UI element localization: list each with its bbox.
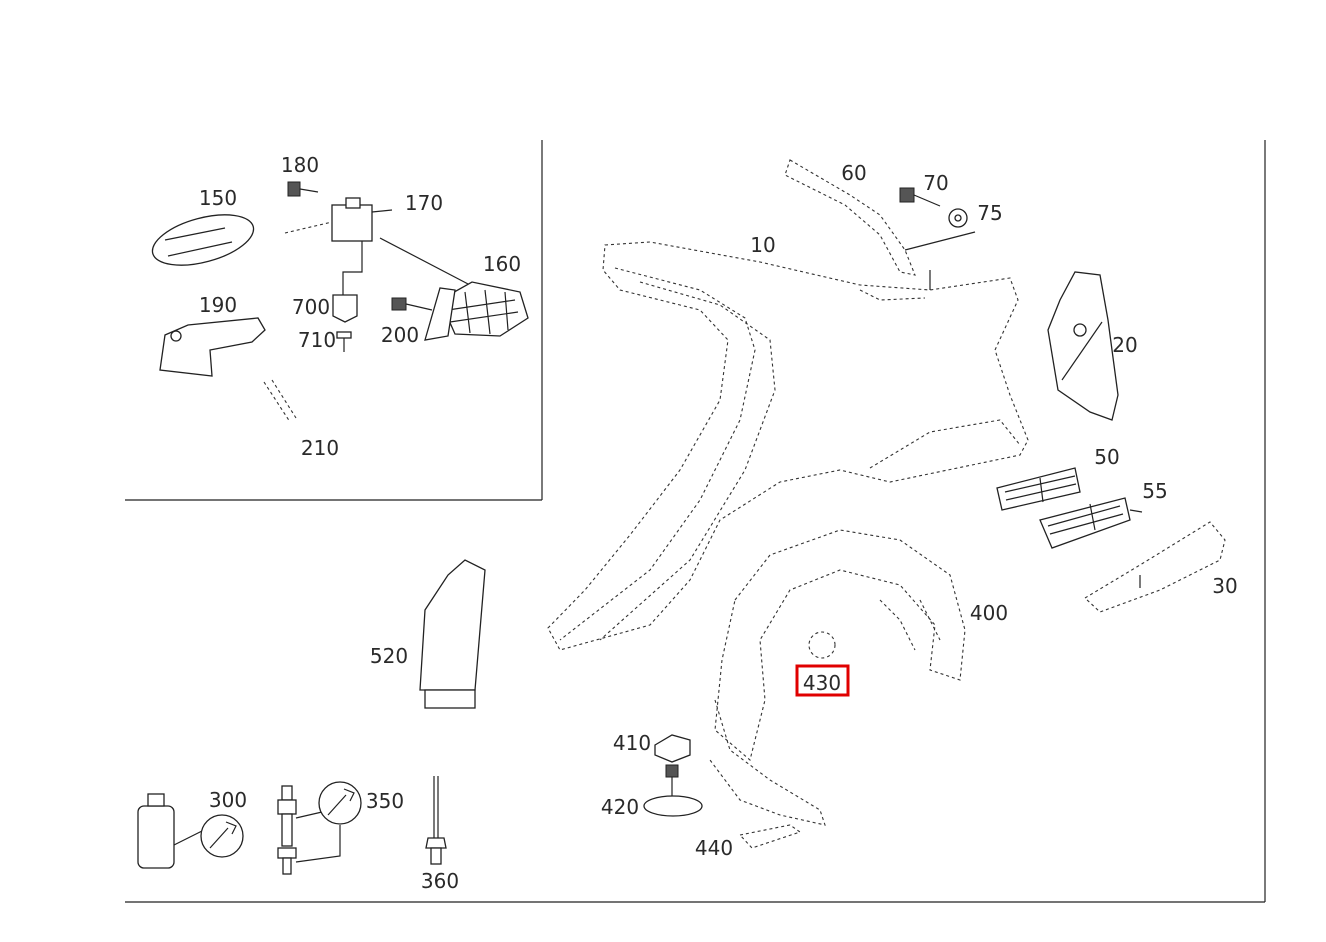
part-300-spray-can[interactable] — [137, 793, 209, 869]
part-180-bolt[interactable] — [287, 181, 319, 197]
part-150-fuel-door[interactable] — [147, 205, 259, 274]
part-350-fastener[interactable] — [277, 785, 341, 875]
part-75-washer[interactable] — [948, 208, 968, 228]
label-55[interactable]: 55 — [1142, 479, 1167, 503]
part-10-side-panel[interactable] — [547, 241, 1029, 651]
label-430[interactable]: 430 — [803, 671, 841, 695]
label-180[interactable]: 180 — [281, 153, 319, 177]
part-210-rod[interactable] — [263, 379, 297, 423]
wrench-icon — [318, 781, 362, 825]
label-20[interactable]: 20 — [1112, 333, 1137, 357]
part-520-insulation-pad[interactable] — [419, 559, 486, 709]
label-440[interactable]: 440 — [695, 836, 733, 860]
part-70-bolt[interactable] — [899, 187, 941, 207]
part-440-grommet[interactable] — [738, 824, 802, 849]
part-30-rail[interactable] — [1084, 521, 1226, 613]
label-50[interactable]: 50 — [1094, 445, 1119, 469]
frame — [125, 140, 1266, 903]
part-55-vent-valve[interactable] — [1039, 497, 1143, 549]
label-350[interactable]: 350 — [366, 789, 404, 813]
label-200[interactable]: 200 — [381, 323, 419, 347]
part-190-bracket[interactable] — [159, 317, 266, 377]
label-70[interactable]: 70 — [923, 171, 948, 195]
label-400[interactable]: 400 — [970, 601, 1008, 625]
label-410[interactable]: 410 — [613, 731, 651, 755]
part-20-latch-bracket[interactable] — [1047, 271, 1119, 421]
label-150[interactable]: 150 — [199, 186, 237, 210]
part-360-rivet[interactable] — [425, 776, 447, 865]
label-60[interactable]: 60 — [841, 161, 866, 185]
part-710-pin[interactable] — [336, 331, 352, 352]
wrench-icon — [200, 814, 244, 858]
part-200-screw[interactable] — [391, 297, 433, 311]
part-170-actuator[interactable] — [284, 197, 471, 295]
highlight-box — [795, 664, 850, 697]
part-420-screw[interactable] — [643, 764, 703, 817]
part-430-clip[interactable] — [808, 631, 836, 659]
part-160-hinge-housing[interactable] — [424, 281, 529, 341]
label-160[interactable]: 160 — [483, 252, 521, 276]
part-60-trim-strip[interactable] — [784, 159, 976, 290]
label-190[interactable]: 190 — [199, 293, 237, 317]
label-420[interactable]: 420 — [601, 795, 639, 819]
label-75[interactable]: 75 — [977, 201, 1002, 225]
part-700-bush[interactable] — [332, 294, 358, 323]
part-400-wheel-housing[interactable] — [709, 529, 966, 826]
part-50-vent-grille[interactable] — [996, 467, 1081, 511]
label-170[interactable]: 170 — [405, 191, 443, 215]
label-10[interactable]: 10 — [750, 233, 775, 257]
label-360[interactable]: 360 — [421, 869, 459, 893]
label-710[interactable]: 710 — [298, 328, 336, 352]
part-410-nut[interactable] — [654, 734, 691, 763]
label-520[interactable]: 520 — [370, 644, 408, 668]
label-30[interactable]: 30 — [1212, 574, 1237, 598]
label-300[interactable]: 300 — [209, 788, 247, 812]
label-210[interactable]: 210 — [301, 436, 339, 460]
part-labels: 150 180 170 160 190 700 710 200 210 60 7… — [199, 153, 1238, 893]
label-700[interactable]: 700 — [292, 295, 330, 319]
